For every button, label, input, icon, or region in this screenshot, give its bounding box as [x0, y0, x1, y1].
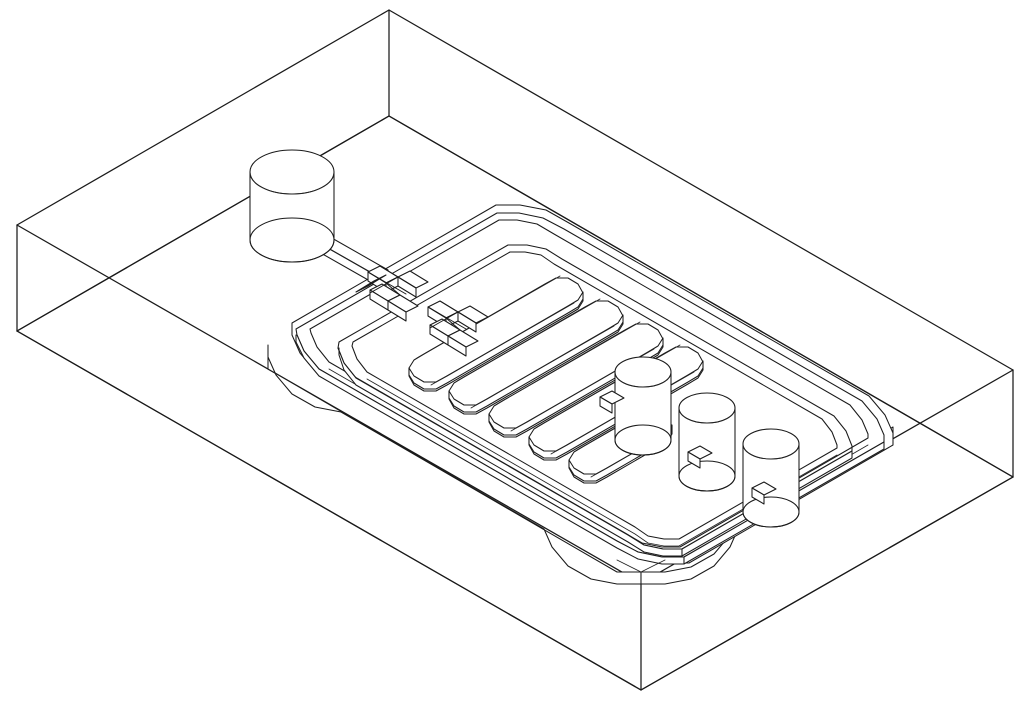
serpentine-pass-4-wall — [568, 424, 673, 482]
outlet1-bottom-ellipse — [614, 424, 672, 456]
xj-upper-arm-se-wall — [387, 300, 407, 322]
inlet-cylinder-bottom-ellipse — [249, 217, 335, 263]
outlet-reservoir-cylinder-1 — [599, 356, 672, 456]
casting-box-bottom-silhouette — [16, 330, 1014, 691]
slab-front-corner-line — [616, 559, 666, 573]
inner-ring-inner-top-edge — [351, 251, 838, 540]
xj-lower-arm-se-wall — [447, 335, 467, 357]
cross-junction-upper — [355, 265, 429, 322]
inlet-cylinder-inner-lip — [249, 171, 335, 195]
serpentine-pass-1-wall — [448, 314, 624, 413]
outlet1-inner-lip — [614, 371, 672, 388]
inner-ring-inner-ledge — [366, 378, 838, 547]
outlet3-bottom-ellipse — [742, 496, 800, 528]
cross-junction-lower — [427, 300, 489, 357]
serpentine-pass-2-wall — [488, 337, 664, 436]
inlet-reservoir-cylinder — [249, 149, 335, 263]
serpentine-pass-0-wall — [408, 291, 584, 390]
xj-lower-core — [427, 300, 477, 331]
slab-front-corner-detail — [616, 559, 666, 573]
outlet2-bottom-ellipse — [678, 460, 736, 492]
serpentine-pass-3-wall — [528, 360, 704, 459]
xj-upper-arm-sw — [355, 274, 387, 293]
outlet3-stub-wall — [751, 487, 765, 505]
outer-ring-inner-top-edge — [309, 219, 869, 548]
outlet1-stub-wall — [599, 396, 613, 414]
outlet-reservoir-cylinders — [599, 356, 800, 528]
outlet3-inner-lip — [742, 443, 800, 460]
outlet2-stub-wall — [687, 451, 701, 469]
outlet-reservoir-cylinder-3 — [742, 428, 800, 528]
outlet-reservoir-cylinder-2 — [678, 392, 736, 492]
outlet2-inner-lip — [678, 407, 736, 424]
xj-upper-core — [367, 265, 417, 296]
